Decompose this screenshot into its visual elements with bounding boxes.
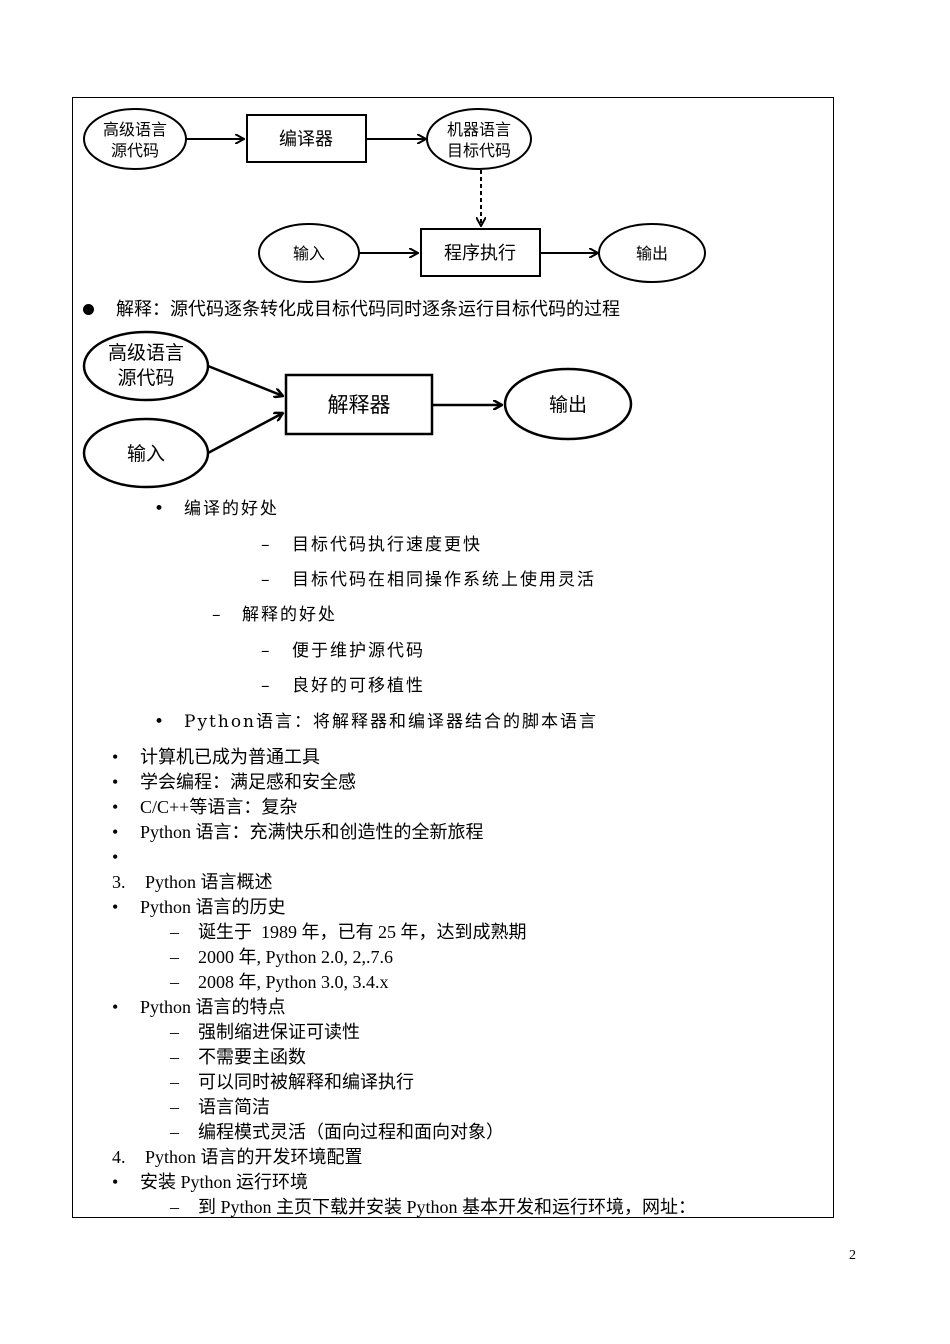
compiler-label: 编译器 xyxy=(279,129,333,150)
body-line-2: 学会编程：满足感和安全感 xyxy=(140,772,356,792)
body-line-7: Python 语言的历史 xyxy=(140,897,286,917)
execute-node xyxy=(420,228,541,277)
interpret-benefit-1: 便于维护源代码 xyxy=(292,641,425,661)
body-line-14: 可以同时被解释和编译执行 xyxy=(198,1072,414,1092)
body-line-19-marker: – xyxy=(170,1197,179,1217)
input-label: 输入 xyxy=(293,244,325,263)
body-line-19: 到 Python 主页下载并安装 Python 基本开发和运行环境，网址： xyxy=(198,1197,697,1217)
body-line-12: 强制缩进保证可读性 xyxy=(198,1022,360,1042)
body-line-4-marker: • xyxy=(112,822,119,842)
body-line-13-marker: – xyxy=(170,1047,179,1067)
body-line-8-marker: – xyxy=(170,922,179,942)
interpret-benefit-heading: 解释的好处 xyxy=(242,605,337,625)
interp-output-label: 输出 xyxy=(549,394,587,416)
section-4-title: Python 语言的开发环境配置 xyxy=(145,1147,363,1167)
interpret-bullet-dot xyxy=(83,304,94,315)
content-frame xyxy=(72,97,834,1218)
interpret-definition: 解释：源代码逐条转化成目标代码同时逐条运行目标代码的过程 xyxy=(116,299,620,319)
compile-benefit-1: 目标代码执行速度更快 xyxy=(292,535,482,555)
interp-input-label: 输入 xyxy=(127,443,165,465)
machine-code-node xyxy=(426,108,532,170)
body-line-11: Python 语言的特点 xyxy=(140,997,286,1017)
body-line-13: 不需要主函数 xyxy=(198,1047,306,1067)
python-lang-note: Python语言：将解释器和编译器结合的脚本语言 xyxy=(184,712,599,732)
body-line-3-marker: • xyxy=(112,797,119,817)
body-line-1: 计算机已成为普通工具 xyxy=(140,747,320,767)
body-line-10-marker: – xyxy=(170,972,179,992)
compiler-node xyxy=(246,114,367,163)
body-line-15: 语言简洁 xyxy=(198,1097,270,1117)
body-line-14-marker: – xyxy=(170,1072,179,1092)
interpret-flow-diagram: 高级语言 源代码 输入 解释器 输出 xyxy=(82,330,633,489)
interp-source-label-2: 源代码 xyxy=(117,367,174,389)
interpreter-label: 解释器 xyxy=(328,393,391,417)
body-line-16: 编程模式灵活（面向过程和面向对象） xyxy=(198,1122,504,1142)
body-line-9: 2000 年, Python 2.0, 2,.7.6 xyxy=(198,947,394,967)
body-line-9-marker: – xyxy=(170,947,179,967)
interp-source-label-1: 高级语言 xyxy=(108,342,184,364)
machine-code-label-2: 目标代码 xyxy=(447,141,511,160)
interpret-benefit-2-dash: – xyxy=(261,676,272,696)
body-line-16-marker: – xyxy=(170,1122,179,1142)
interpret-benefit-dash: – xyxy=(212,605,223,625)
body-line-18-marker: • xyxy=(112,1172,119,1192)
source-code-label-1: 高级语言 xyxy=(103,120,167,139)
execute-label: 程序执行 xyxy=(444,243,516,264)
body-line-5-marker: • xyxy=(112,847,119,867)
body-line-7-marker: • xyxy=(112,897,119,917)
body-line-2-marker: • xyxy=(112,772,119,792)
body-line-15-marker: – xyxy=(170,1097,179,1117)
compile-flow-diagram: 高级语言 源代码 编译器 机器语言 目标代码 输入 程序执行 输出 xyxy=(83,108,706,283)
body-line-3: C/C++等语言：复杂 xyxy=(140,797,298,817)
body-line-1-marker: • xyxy=(112,747,119,767)
interp-output-node xyxy=(503,367,633,441)
arrow-source-to-interpreter xyxy=(207,364,283,396)
section-3-number: 3. xyxy=(112,872,126,892)
section-3-title: Python 语言概述 xyxy=(145,872,273,892)
compile-benefit-2: 目标代码在相同操作系统上使用灵活 xyxy=(292,570,596,590)
interpreter-node xyxy=(284,373,434,436)
compile-benefit-bullet: • xyxy=(154,499,167,519)
arrow-input-to-interpreter xyxy=(207,413,283,455)
body-line-12-marker: – xyxy=(170,1022,179,1042)
section-4-number: 4. xyxy=(112,1147,126,1167)
compile-benefit-heading: 编译的好处 xyxy=(184,499,279,519)
source-code-label-2: 源代码 xyxy=(111,141,159,160)
body-line-8: 诞生于 1989 年，已有 25 年，达到成熟期 xyxy=(198,922,527,942)
body-line-11-marker: • xyxy=(112,997,119,1017)
compile-benefit-2-dash: – xyxy=(261,570,272,590)
python-lang-bullet: • xyxy=(154,712,167,732)
interpret-benefit-1-dash: – xyxy=(261,641,272,661)
output-label: 输出 xyxy=(636,244,668,263)
interpret-benefit-2: 良好的可移植性 xyxy=(292,676,425,696)
body-line-10: 2008 年, Python 3.0, 3.4.x xyxy=(198,972,389,992)
output-node xyxy=(598,223,706,283)
body-line-18: 安装 Python 运行环境 xyxy=(140,1172,309,1192)
machine-code-label-1: 机器语言 xyxy=(447,120,511,139)
page-number: 2 xyxy=(849,1248,856,1263)
body-line-4: Python 语言：充满快乐和创造性的全新旅程 xyxy=(140,822,484,842)
compile-benefit-1-dash: – xyxy=(261,535,272,555)
